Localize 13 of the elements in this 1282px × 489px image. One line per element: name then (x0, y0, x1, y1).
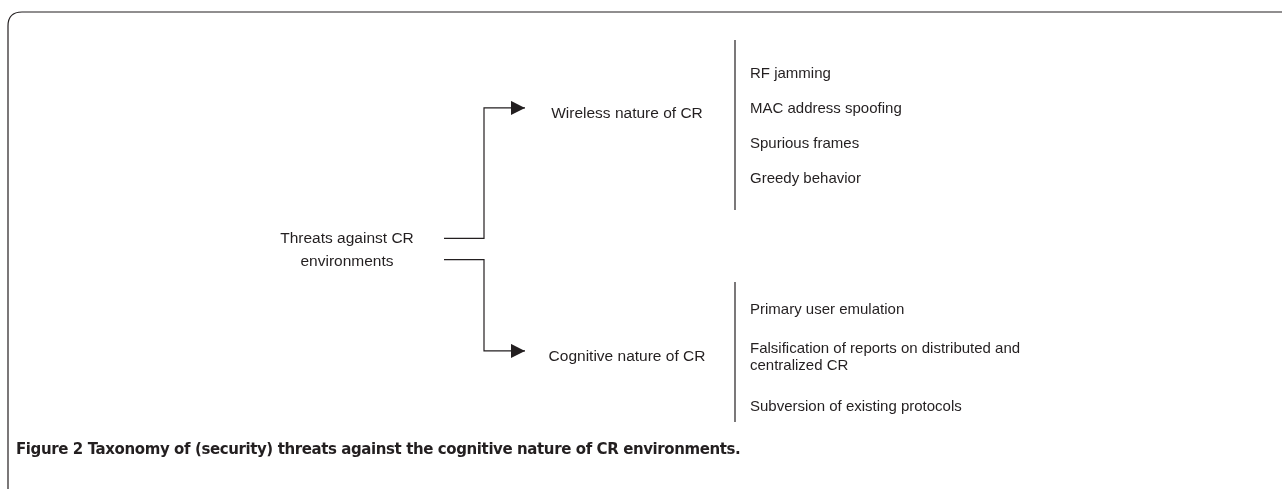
arrow (443, 258, 526, 358)
threat-item: Subversion of existing protocols (750, 397, 963, 414)
arrow (443, 100, 526, 239)
node-label: Cognitive nature of CR (537, 344, 717, 367)
node-label: Wireless nature of CR (537, 101, 717, 124)
threat-item: Primary user emulation (750, 300, 906, 317)
threat-item: Falsification of reports on distributed and centralized CR (750, 339, 1022, 373)
threat-item: Greedy behavior (750, 169, 862, 186)
threat-item: Spurious frames (750, 134, 861, 151)
threat-item: MAC address spoofing (750, 99, 903, 116)
node-label: Threats against CR environments (262, 226, 432, 272)
figure-caption: Figure 2 Taxonomy of (security) threats against the cognitive nature of CR environments. (16, 440, 741, 458)
threat-item: RF jamming (750, 64, 832, 81)
